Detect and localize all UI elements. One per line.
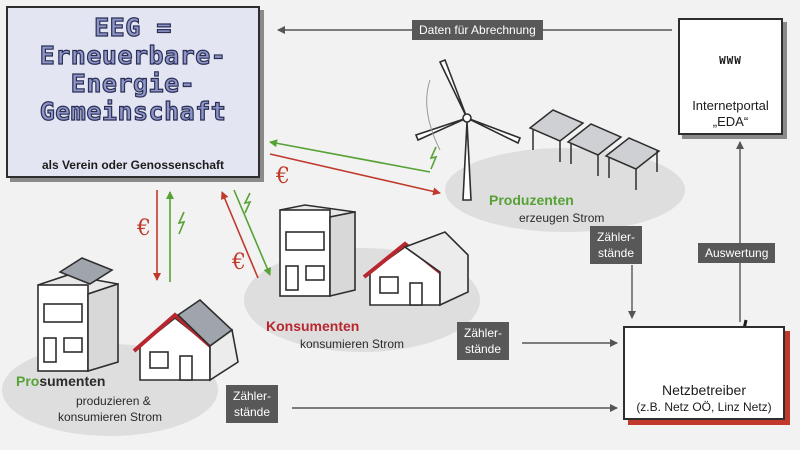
eda-label-line2: „EDA“ (712, 114, 749, 129)
prosumenten-title-rest: sumenten (39, 373, 106, 389)
netzbetreiber-label: Netzbetreiber (661, 382, 747, 398)
eda-portal-box: WWW Internetportal „EDA“ (678, 18, 783, 135)
lightning-icon-prosumenten (177, 211, 186, 235)
solar-park-icon (528, 109, 661, 190)
title-subtitle: als Verein oder Genossenschaft (41, 158, 225, 172)
konsumenten-desc: konsumieren Strom (300, 337, 405, 351)
arrow-geld-produzenten (269, 153, 441, 196)
euro-icon-konsumenten: € (232, 250, 246, 275)
produzenten-desc: erzeugen Strom (519, 211, 605, 225)
wind-turbine-icon (414, 58, 522, 201)
lightning-icon-konsumenten (243, 192, 252, 214)
title-line-3: Energie- (70, 69, 196, 98)
daten-abrechnung-tag: Daten für Abrechnung (412, 20, 543, 40)
zaehlerstaende-tag-prosumenten: Zähler- stände (226, 385, 279, 423)
zaehlerstaende-line1: Zähler- (464, 326, 503, 340)
konsumenten-title: Konsumenten (266, 318, 360, 334)
prosumenten-buildings-icon (37, 257, 239, 382)
title-line-2: Erneuerbare- (39, 41, 227, 70)
euro-icon-produzenten: € (276, 164, 290, 189)
zaehlerstaende-tag-konsumenten: Zähler- stände (457, 322, 510, 360)
auswertung-tag: Auswertung (698, 243, 776, 263)
euro-icon-prosumenten: € (137, 216, 151, 241)
lightning-icon-produzenten (429, 146, 438, 170)
produzenten-ground (445, 148, 685, 232)
title-line-4: Gemeinschaft (39, 97, 227, 126)
zaehlerstaende-line2: stände (597, 246, 635, 260)
produzenten-title: Produzenten (489, 192, 574, 208)
netzbetreiber-box: Netzbetreiber (z.B. Netz OÖ, Linz Netz) (623, 326, 785, 420)
zaehlerstaende-tag-produzenten: Zähler- stände (590, 226, 643, 264)
eeg-title-box: EEG = Erneuerbare- Energie- Gemeinschaft… (6, 6, 260, 178)
zaehlerstaende-line1: Zähler- (233, 389, 272, 403)
arrow-strom-konsumenten (233, 189, 271, 276)
arrow-strom-produzenten (269, 139, 431, 173)
prosumenten-desc-line1: produzieren & (76, 394, 151, 408)
arrow-geld-konsumenten (221, 191, 259, 279)
zaehlerstaende-line2: stände (464, 342, 502, 356)
www-label: WWW (719, 54, 742, 67)
prosumenten-title-pro: Pro (16, 373, 40, 389)
prosumenten-desc-line2: konsumieren Strom (58, 410, 163, 424)
title-line-1: EEG = (94, 13, 172, 42)
konsumenten-buildings-icon (279, 204, 469, 307)
eda-label-line1: Internetportal (692, 98, 769, 113)
netzbetreiber-examples: (z.B. Netz OÖ, Linz Netz) (636, 400, 772, 414)
prosumenten-title: Prosumenten (16, 373, 105, 389)
zaehlerstaende-line1: Zähler- (597, 230, 636, 244)
zaehlerstaende-line2: stände (233, 405, 271, 419)
